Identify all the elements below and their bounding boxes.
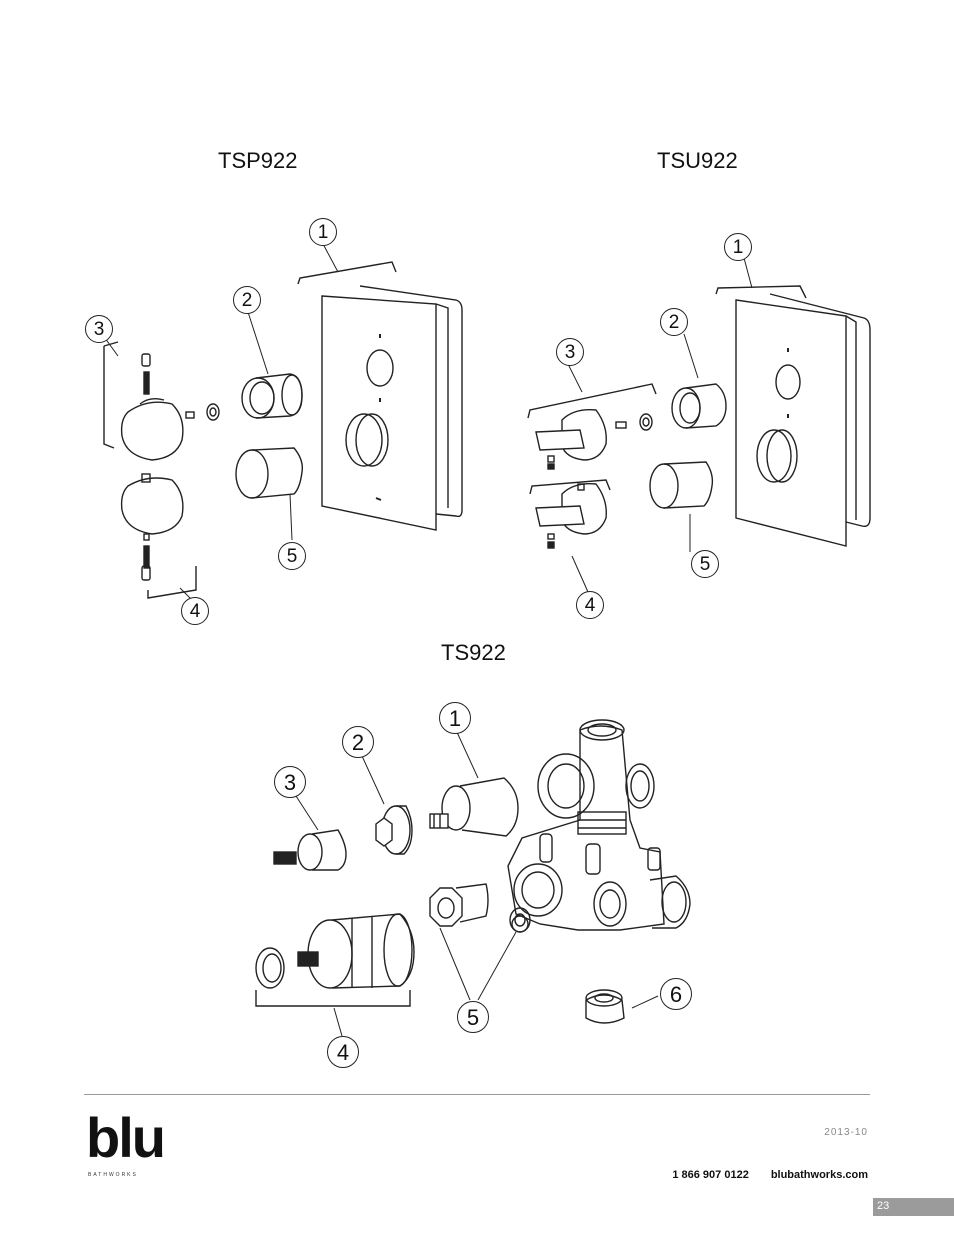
tsu-callout-2: 2 <box>660 308 688 336</box>
tsp-trim-plate <box>321 295 437 531</box>
footer-divider <box>84 1094 870 1095</box>
tsp-lower-handle <box>120 477 184 535</box>
tsp-callout-2: 2 <box>233 286 261 314</box>
phone-number: 1 866 907 0122 <box>672 1169 749 1181</box>
tsp-callout-3: 3 <box>85 315 113 343</box>
website-link[interactable]: blubathworks.com <box>770 1169 868 1181</box>
tsu-trim-plate <box>735 299 847 547</box>
ts-callout-3: 3 <box>274 766 306 798</box>
ts922-title: TS922 <box>441 640 506 665</box>
document-date: 2013-10 <box>824 1127 868 1138</box>
tsu-callout-5: 5 <box>691 550 719 578</box>
page-number: 23 <box>877 1200 890 1212</box>
page-number-box <box>873 1198 954 1216</box>
tsu922-drawing <box>527 257 871 593</box>
blu-logo: blu <box>86 1106 166 1169</box>
tsp-callout-1: 1 <box>309 218 337 246</box>
tsp-upper-handle <box>120 401 184 461</box>
blu-logo-subtext: BATHWORKS <box>88 1172 138 1178</box>
ts-callout-6: 6 <box>660 978 692 1010</box>
tsp-callout-4: 4 <box>181 597 209 625</box>
tsp-callout-5: 5 <box>278 542 306 570</box>
ts-callout-5: 5 <box>457 1001 489 1033</box>
ts922-drawing <box>255 719 691 1037</box>
ts-callout-2: 2 <box>342 726 374 758</box>
tsu-callout-3: 3 <box>556 338 584 366</box>
tsu-lower-lever <box>561 483 607 535</box>
tsp922-drawing <box>101 241 463 601</box>
contact-line: 1 866 907 0122 blubathworks.com <box>672 1169 868 1181</box>
ts-callout-1: 1 <box>439 702 471 734</box>
tsu-callout-4: 4 <box>576 591 604 619</box>
tsp922-title: TSP922 <box>218 148 298 173</box>
tsu-callout-1: 1 <box>724 233 752 261</box>
tsp-plate-back <box>359 285 463 518</box>
ts-callout-4: 4 <box>327 1036 359 1068</box>
tsu922-title: TSU922 <box>657 148 738 173</box>
tsu-upper-lever <box>561 409 607 461</box>
